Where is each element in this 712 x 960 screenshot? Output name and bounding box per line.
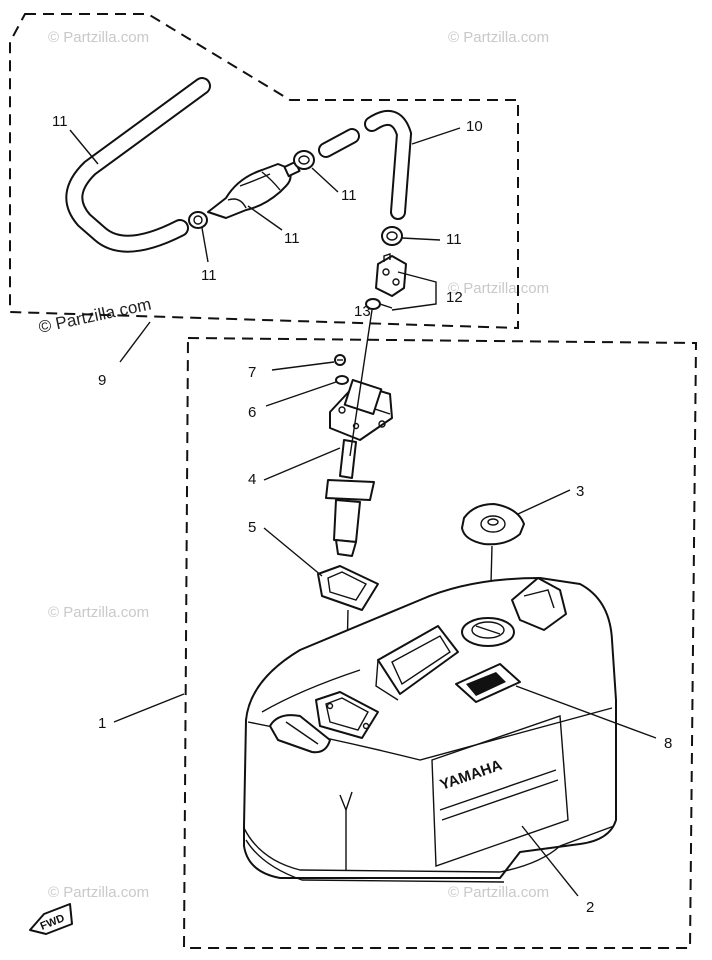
callout-4: 4 xyxy=(248,471,256,488)
callout-7: 7 xyxy=(248,364,256,381)
callout-2: 2 xyxy=(586,899,594,916)
callout-15: 13 xyxy=(354,303,371,320)
callout-3: 3 xyxy=(576,483,584,500)
fuel-hose-12 xyxy=(65,77,211,253)
watermark-text: © Partzilla.com xyxy=(48,29,149,46)
watermark-text: © Partzilla.com xyxy=(37,295,153,337)
washer-6 xyxy=(335,375,349,385)
leader-lines xyxy=(69,127,657,897)
tank-label-panel xyxy=(431,715,569,867)
hose-connector-11-right xyxy=(381,226,403,246)
gasket-5 xyxy=(317,565,379,611)
watermark-text: © Partzilla.com xyxy=(448,280,549,297)
callout-9: 9 xyxy=(98,372,106,389)
callout-11-left: 11 xyxy=(201,267,217,284)
watermark-text: © Partzilla.com xyxy=(448,884,549,901)
fuel-tank-body-2: YAMAHA xyxy=(243,577,617,883)
fuel-hose-10 xyxy=(364,109,413,220)
callout-14: 12 xyxy=(446,289,463,306)
hose-connector-11-left xyxy=(188,211,208,229)
callout-labels: 11 10 11 11 11 11 12 13 9 7 6 4 5 3 1 8 … xyxy=(52,113,672,916)
callout-6: 6 xyxy=(248,404,256,421)
assembly-line xyxy=(349,309,373,457)
callout-13: 11 xyxy=(284,230,300,247)
callout-1: 1 xyxy=(98,715,106,732)
callout-5: 5 xyxy=(248,519,256,536)
hose-connector-11-mid xyxy=(293,150,315,170)
callout-8: 8 xyxy=(664,735,672,752)
fuel-gauge-unit-4 xyxy=(325,379,393,557)
tank-assembly-boundary xyxy=(182,336,698,949)
hose-assembly-boundary xyxy=(9,13,519,330)
watermark-text: © Partzilla.com xyxy=(448,29,549,46)
callout-10: 10 xyxy=(466,118,483,135)
watermark-text: © Partzilla.com xyxy=(48,604,149,621)
watermark-text: © Partzilla.com xyxy=(48,884,149,901)
fwd-arrow-icon: FWD xyxy=(29,903,73,935)
callout-11-mid: 11 xyxy=(341,187,357,204)
screw-7 xyxy=(334,354,346,366)
callout-12: 11 xyxy=(52,113,68,130)
filler-cap-3 xyxy=(461,503,525,546)
fuel-joint-14 xyxy=(375,253,407,297)
hose-short-tube xyxy=(318,128,360,158)
callout-11-right: 11 xyxy=(446,231,462,248)
